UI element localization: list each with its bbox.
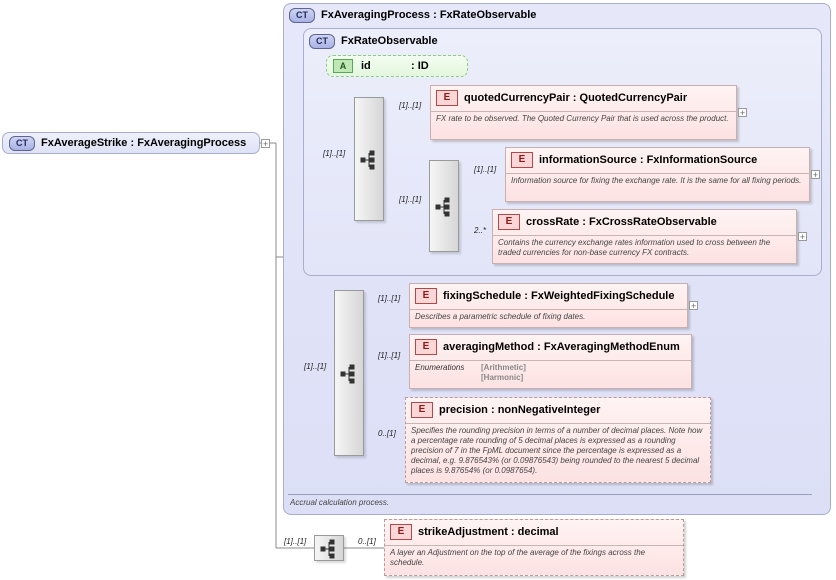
element-type: FxCrossRateObservable	[588, 216, 717, 228]
sequence-icon	[340, 364, 355, 384]
element-cardinality: [1]..[1]	[378, 351, 401, 360]
expand-icon[interactable]: +	[738, 108, 747, 118]
outer-separator: :	[430, 9, 440, 21]
element-name: informationSource	[539, 154, 637, 166]
attribute-id[interactable]: A id : ID	[326, 55, 468, 77]
element-documentation: Describes a parametric schedule of fixin…	[415, 312, 586, 321]
sequence-icon	[320, 539, 335, 559]
element-name: precision	[439, 404, 488, 416]
root-separator: :	[127, 137, 138, 149]
element-type: nonNegativeInteger	[497, 404, 601, 416]
element-separator: :	[521, 290, 532, 302]
sequence-cardinality: [1]..[1]	[304, 362, 327, 371]
element-name: strikeAdjustment	[418, 526, 508, 538]
sequence-compositor[interactable]	[429, 160, 459, 252]
element-name: quotedCurrencyPair	[464, 92, 570, 104]
element-strike-adjustment[interactable]: E strikeAdjustment : decimal A layer an …	[384, 519, 684, 576]
expand-icon[interactable]: +	[798, 232, 807, 242]
root-expand-icon[interactable]: +	[261, 139, 270, 149]
enum-value: [Harmonic]	[481, 373, 524, 382]
sequence-cardinality: [1]..[1]	[399, 195, 422, 204]
element-cardinality: [1]..[1]	[399, 101, 422, 110]
element-separator: :	[579, 216, 589, 228]
element-separator: :	[636, 154, 647, 166]
element-type: FxAveragingMethodEnum	[543, 341, 680, 353]
inner-name: FxRateObservable	[341, 35, 438, 47]
element-documentation: Contains the currency exchange rates inf…	[498, 238, 771, 257]
outer-name: FxAveragingProcess	[321, 9, 431, 21]
element-type: FxWeightedFixingSchedule	[531, 290, 675, 302]
element-separator: :	[487, 404, 498, 416]
complex-type-icon: CT	[289, 7, 315, 23]
element-icon: E	[415, 288, 437, 304]
element-icon: E	[498, 214, 520, 230]
element-name: averagingMethod	[443, 341, 535, 353]
attribute-type: : ID	[411, 60, 429, 72]
element-information-source[interactable]: E informationSource : FxInformationSourc…	[505, 147, 810, 202]
expand-icon[interactable]: +	[689, 301, 698, 311]
element-cardinality: 0..[1]	[358, 537, 376, 546]
attribute-name: id	[361, 60, 371, 72]
expand-icon[interactable]: +	[811, 170, 820, 180]
element-averaging-method[interactable]: E averagingMethod : FxAveragingMethodEnu…	[409, 334, 692, 389]
element-name: fixingSchedule	[443, 290, 522, 302]
element-type: QuotedCurrencyPair	[579, 92, 688, 104]
outer-type: FxRateObservable	[439, 9, 537, 21]
root-name: FxAverageStrike	[41, 137, 128, 149]
element-name: crossRate	[526, 216, 580, 228]
complex-type-icon: CT	[9, 135, 35, 151]
element-documentation: Specifies the rounding precision in term…	[411, 426, 703, 475]
element-cross-rate[interactable]: E crossRate : FxCrossRateObservable Cont…	[492, 209, 797, 264]
outer-documentation: Accrual calculation process.	[290, 498, 390, 507]
complex-type-icon: CT	[309, 33, 335, 49]
sequence-compositor[interactable]	[314, 535, 344, 561]
sequence-icon	[435, 197, 450, 217]
root-type: FxAveragingProcess	[137, 137, 247, 149]
element-icon: E	[411, 402, 433, 418]
outer-title: CT FxAveragingProcess : FxRateObservable	[289, 7, 536, 23]
sequence-compositor[interactable]	[334, 290, 364, 456]
element-cardinality: 0..[1]	[378, 429, 396, 438]
outer-divider	[288, 494, 812, 495]
element-separator: :	[534, 341, 544, 353]
element-cardinality: 2..*	[474, 226, 487, 235]
sequence-compositor[interactable]	[354, 97, 384, 221]
element-precision[interactable]: E precision : nonNegativeInteger Specifi…	[405, 397, 711, 483]
element-documentation: A layer an Adjustment on the top of the …	[390, 548, 646, 567]
element-icon: E	[436, 90, 458, 106]
element-cardinality: [1]..[1]	[474, 165, 497, 174]
element-separator: :	[507, 526, 518, 538]
element-type: FxInformationSource	[646, 154, 758, 166]
sequence-cardinality: [1]..[1]	[284, 537, 307, 546]
element-documentation: FX rate to be observed. The Quoted Curre…	[436, 114, 729, 123]
element-cardinality: [1]..[1]	[378, 294, 401, 303]
sequence-cardinality: [1]..[1]	[323, 149, 346, 158]
element-quoted-currency-pair[interactable]: E quotedCurrencyPair : QuotedCurrencyPai…	[430, 85, 737, 140]
sequence-icon	[360, 150, 375, 170]
element-icon: E	[511, 152, 533, 168]
element-fixing-schedule[interactable]: E fixingSchedule : FxWeightedFixingSched…	[409, 283, 688, 328]
root-complex-type[interactable]: CT FxAverageStrike : FxAveragingProcess	[2, 132, 260, 154]
element-type: decimal	[517, 526, 559, 538]
enumerations-label: Enumerations	[415, 363, 465, 372]
inner-title: CT FxRateObservable	[309, 33, 438, 49]
attribute-icon: A	[333, 59, 353, 73]
element-separator: :	[569, 92, 580, 104]
element-icon: E	[415, 339, 437, 355]
element-documentation: Information source for fixing the exchan…	[511, 176, 802, 185]
enum-value: [Arithmetic]	[481, 363, 526, 372]
element-icon: E	[390, 524, 412, 540]
